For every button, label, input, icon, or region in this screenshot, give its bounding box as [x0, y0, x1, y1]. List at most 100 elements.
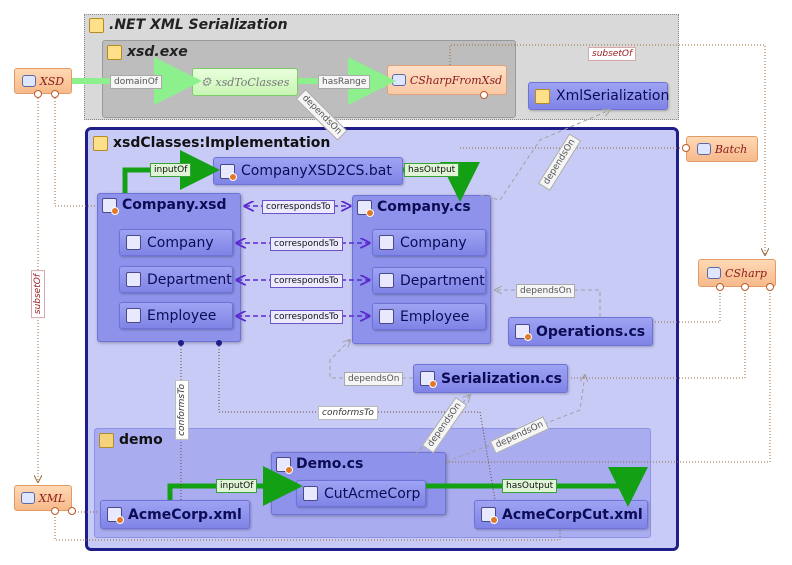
node-label: Company.cs: [377, 199, 471, 215]
conforms-to-label-2: conformsTo: [318, 406, 378, 420]
node-label: Operations.cs: [536, 323, 646, 340]
node-label: Department: [400, 272, 485, 289]
xml-serialization-node[interactable]: XmlSerialization: [528, 82, 670, 110]
table-icon: [379, 273, 394, 288]
conforms-to-port: [178, 340, 184, 346]
cs-company-node[interactable]: Company: [372, 229, 486, 256]
gear-document-icon: [220, 163, 237, 181]
depends-on-edge-6: [445, 375, 585, 463]
has-range-label: hasRange: [318, 75, 371, 89]
conforms-to-port: [216, 340, 222, 346]
package-icon: [93, 135, 108, 151]
cs-employee-node[interactable]: Employee: [372, 303, 486, 330]
subset-of-label-top: subsetOf: [588, 47, 637, 61]
speech-bubble-icon: [21, 75, 36, 87]
port: [34, 90, 42, 98]
cs-department-node[interactable]: Department: [372, 267, 486, 294]
input-of-label-1: inputOf: [150, 163, 192, 177]
port: [741, 283, 749, 291]
port: [766, 283, 774, 291]
csharp-link-3: [446, 287, 771, 463]
node-label: Serialization.cs: [441, 370, 562, 387]
acme-corp-cut-xml-node[interactable]: AcmeCorpCut.xml: [474, 500, 648, 529]
xsd-employee-node[interactable]: Employee: [119, 302, 233, 329]
corresponds-to-label-3: correspondsTo: [270, 274, 343, 288]
node-label: CompanyXSD2CS.bat: [241, 163, 392, 179]
depends-on-edge-2: [479, 110, 610, 201]
node-label: xsdToClasses: [215, 75, 290, 89]
has-output-edge-2: [426, 467, 648, 507]
table-icon: [126, 272, 141, 287]
xsd-to-classes-node[interactable]: ⚙xsdToClasses: [192, 68, 298, 96]
port: [51, 507, 59, 515]
document-icon: [357, 199, 374, 217]
node-label: Demo.cs: [296, 456, 364, 472]
package-icon: [107, 44, 122, 60]
conforms-to-label-1: conformsTo: [175, 380, 189, 440]
package-icon: [89, 17, 104, 33]
has-output-label-2: hasOutput: [502, 479, 558, 493]
csharp-link-2: [570, 287, 746, 379]
depends-on-edge-4: [329, 340, 413, 379]
group-title: xsd.exe: [127, 44, 188, 60]
csharp-from-xsd-node[interactable]: CSharpFromXsd: [387, 65, 507, 95]
folder-icon: [99, 432, 114, 448]
table-icon: [126, 308, 141, 323]
depends-on-label-4: dependsOn: [344, 372, 404, 386]
port: [682, 144, 690, 152]
group-title: xsdClasses:Implementation: [113, 135, 331, 151]
node-label: AcmeCorp.xml: [128, 506, 242, 523]
package-icon: [535, 88, 550, 104]
xsd-node[interactable]: XSD: [14, 68, 72, 94]
node-label: Company.xsd: [122, 197, 227, 213]
speech-bubble-icon: [707, 267, 722, 279]
input-of-label-2: inputOf: [216, 479, 258, 493]
csharp-node[interactable]: CSharp: [698, 259, 776, 287]
xsd-company-node[interactable]: Company: [119, 229, 233, 256]
port: [68, 507, 76, 515]
xml-link-2: [54, 511, 561, 541]
speech-bubble-icon: [696, 143, 711, 155]
node-label: Company: [400, 234, 467, 251]
table-icon: [379, 235, 394, 250]
document-icon: [102, 197, 119, 215]
document-icon: [515, 324, 532, 341]
depends-on-edge-3: [495, 290, 601, 317]
document-icon: [420, 371, 437, 388]
node-label: XmlSerialization: [556, 88, 670, 104]
document-icon: [481, 507, 498, 524]
subset-of-label-left: subsetOf: [31, 270, 45, 319]
depends-on-label-3: dependsOn: [516, 284, 576, 298]
document-icon: [107, 507, 124, 524]
node-label: Employee: [400, 308, 470, 325]
node-label: XML: [38, 491, 66, 505]
corresponds-to-label-1: correspondsTo: [262, 200, 335, 214]
xml-node[interactable]: XML: [14, 485, 72, 511]
corresponds-to-label-4: correspondsTo: [270, 310, 343, 324]
gear-icon: ⚙: [200, 75, 212, 89]
cut-acme-corp-node[interactable]: CutAcmeCorp: [296, 480, 426, 507]
node-label: XSD: [39, 74, 65, 88]
corresponds-to-label-2: correspondsTo: [270, 237, 343, 251]
group-title: .NET XML Serialization: [109, 17, 288, 33]
node-label: Company: [147, 234, 214, 251]
batch-node[interactable]: Batch: [686, 136, 758, 162]
port: [480, 91, 488, 99]
node-label: Department: [147, 271, 232, 288]
has-output-label-1: hasOutput: [404, 163, 460, 177]
acme-corp-xml-node[interactable]: AcmeCorp.xml: [100, 500, 250, 529]
speech-bubble-icon: [20, 492, 35, 504]
node-label: AcmeCorpCut.xml: [502, 506, 643, 523]
serialization-cs-node[interactable]: Serialization.cs: [413, 364, 568, 393]
xsd-department-node[interactable]: Department: [119, 266, 233, 293]
document-icon: [303, 486, 318, 501]
group-title: demo: [119, 432, 163, 448]
node-label: Batch: [714, 142, 748, 156]
port: [716, 283, 724, 291]
operations-cs-node[interactable]: Operations.cs: [508, 317, 653, 346]
node-label: CSharpFromXsd: [409, 73, 503, 87]
node-label: CutAcmeCorp: [324, 485, 421, 502]
node-label: CSharp: [725, 266, 767, 280]
domain-of-label: domainOf: [110, 75, 162, 89]
xsd-link: [54, 95, 95, 207]
